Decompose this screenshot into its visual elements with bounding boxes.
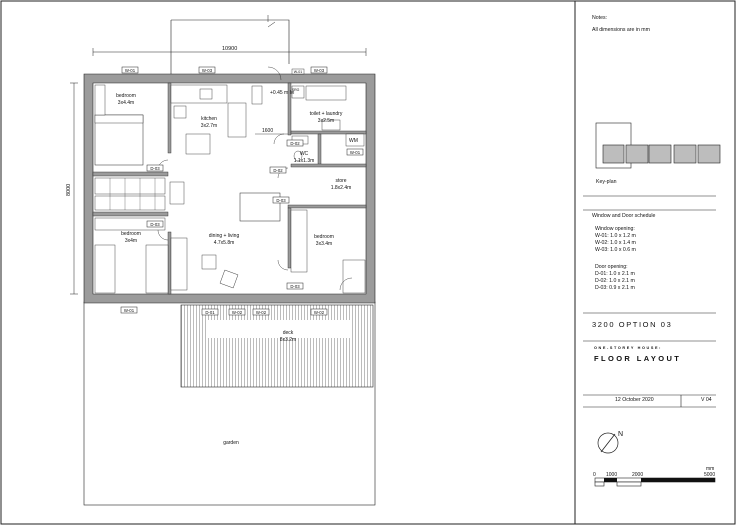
tag-d01: D-01	[205, 310, 215, 315]
room-store-name: store	[335, 178, 346, 184]
dimension-width: 10900	[222, 46, 237, 52]
scale-label-5000: 5000	[704, 472, 715, 478]
room-deck-size: 8x3.2m	[280, 337, 296, 343]
north-arrow: N	[597, 431, 623, 454]
tag-w02-bedroom-3: W-02	[314, 310, 325, 315]
tag-w03-toilet: W-03	[314, 68, 325, 73]
door-d03: D-03: 0.9 x 2.1 m	[595, 285, 635, 291]
scale-label-0: 0	[593, 472, 596, 478]
tag-w01-bottom-left: W-01	[124, 308, 135, 313]
scale-bar: mm 0 1000 2000 5000	[593, 466, 715, 487]
version: V 04	[701, 397, 712, 403]
tag-d02-store: D-02	[273, 168, 283, 173]
fixture-fridge-label: FRG	[292, 88, 300, 92]
issue-date: 12 October 2020	[615, 397, 654, 403]
schedule-title: Window and Door schedule	[592, 213, 656, 219]
north-label: N	[618, 431, 623, 438]
room-dining-name: dining + living	[209, 233, 240, 239]
room-bedroom-3-size: 3x3.4m	[316, 241, 332, 247]
key-plan	[595, 122, 721, 169]
tag-w01-small: W-01	[294, 70, 303, 74]
room-bedroom-1-name: bedroom	[116, 93, 136, 99]
floor-plan	[70, 15, 376, 506]
room-kitchen-name: kitchen	[201, 116, 217, 122]
room-wc-name: WC	[300, 151, 309, 157]
dimension-wc: 1600	[262, 128, 273, 134]
scale-unit: mm	[706, 466, 714, 472]
tag-w02-deck-1: W-02	[232, 310, 243, 315]
room-bedroom-1-size: 3x4.4m	[118, 100, 134, 106]
window-w03: W-03: 1.0 x 0.6 m	[595, 247, 636, 253]
washing-machine	[345, 133, 365, 147]
scale-label-2000: 2000	[632, 472, 643, 478]
wardrobe-2	[94, 195, 166, 211]
window-heading: Window opening:	[595, 226, 635, 232]
tag-w01-store: W-01	[350, 150, 361, 155]
drawing-subtitle: ONE-STOREY HOUSE:	[594, 346, 662, 350]
tag-d02-toilet: D-02	[290, 141, 300, 146]
room-bedroom-3-name: bedroom	[314, 234, 334, 240]
room-kitchen-size: 3x2.7m	[201, 123, 217, 129]
key-plan-label: Key-plan	[596, 179, 617, 185]
project-title: 3200 OPTION 03	[592, 320, 673, 329]
tag-w02-deck-2: W-02	[256, 310, 267, 315]
deck-area	[180, 304, 374, 388]
bed-2	[145, 244, 169, 294]
fixture-wm-label: WM	[349, 138, 358, 144]
tag-d03-store: D-03	[276, 198, 286, 203]
room-bedroom-2-name: bedroom	[121, 231, 141, 237]
notes-heading: Notes:	[592, 15, 607, 21]
bed-3	[342, 259, 366, 294]
door-d02: D-02: 1.0 x 2.1 m	[595, 278, 635, 284]
room-toilet-size: 3x2.5m	[318, 118, 334, 124]
bed-1	[94, 114, 144, 166]
drawing-title: FLOOR LAYOUT	[594, 354, 682, 363]
room-store-size: 1.8x2.4m	[331, 185, 352, 191]
room-toilet-name: toilet + laundry	[310, 111, 343, 117]
kitchen-counter	[170, 84, 228, 104]
tag-d03-bedroom-1: D-03	[150, 166, 160, 171]
wardrobe-1	[94, 177, 166, 195]
door-d01: D-01: 1.0 x 2.1 m	[595, 271, 635, 277]
kitchen-island	[227, 102, 247, 138]
room-bedroom-2-size: 3x4m	[125, 238, 137, 244]
room-deck-name: deck	[283, 330, 294, 336]
tag-d03-bedroom-3: D-03	[290, 284, 300, 289]
door-heading: Door opening:	[595, 264, 628, 270]
tag-w01-top-left: W-01	[125, 68, 136, 73]
window-w02: W-02: 1.0 x 1.4 m	[595, 240, 636, 246]
sofa	[170, 237, 188, 291]
tag-d03-bedroom-2: D-03	[150, 222, 160, 227]
room-garden-name: garden	[223, 440, 239, 446]
scale-label-1000: 1000	[606, 472, 617, 478]
tag-w03-kitchen: W-03	[202, 68, 213, 73]
room-wc-size: 1.1x1.3m	[294, 158, 315, 164]
notes-line: All dimensions are in mm	[592, 27, 650, 33]
dimension-height: 8000	[66, 184, 72, 196]
window-w01: W-01: 1.0 x 1.2 m	[595, 233, 636, 239]
room-dining-size: 4.7x5.8m	[214, 240, 235, 246]
level-mark: +0.45 m lvl	[270, 90, 294, 96]
exterior-wall	[83, 73, 376, 304]
